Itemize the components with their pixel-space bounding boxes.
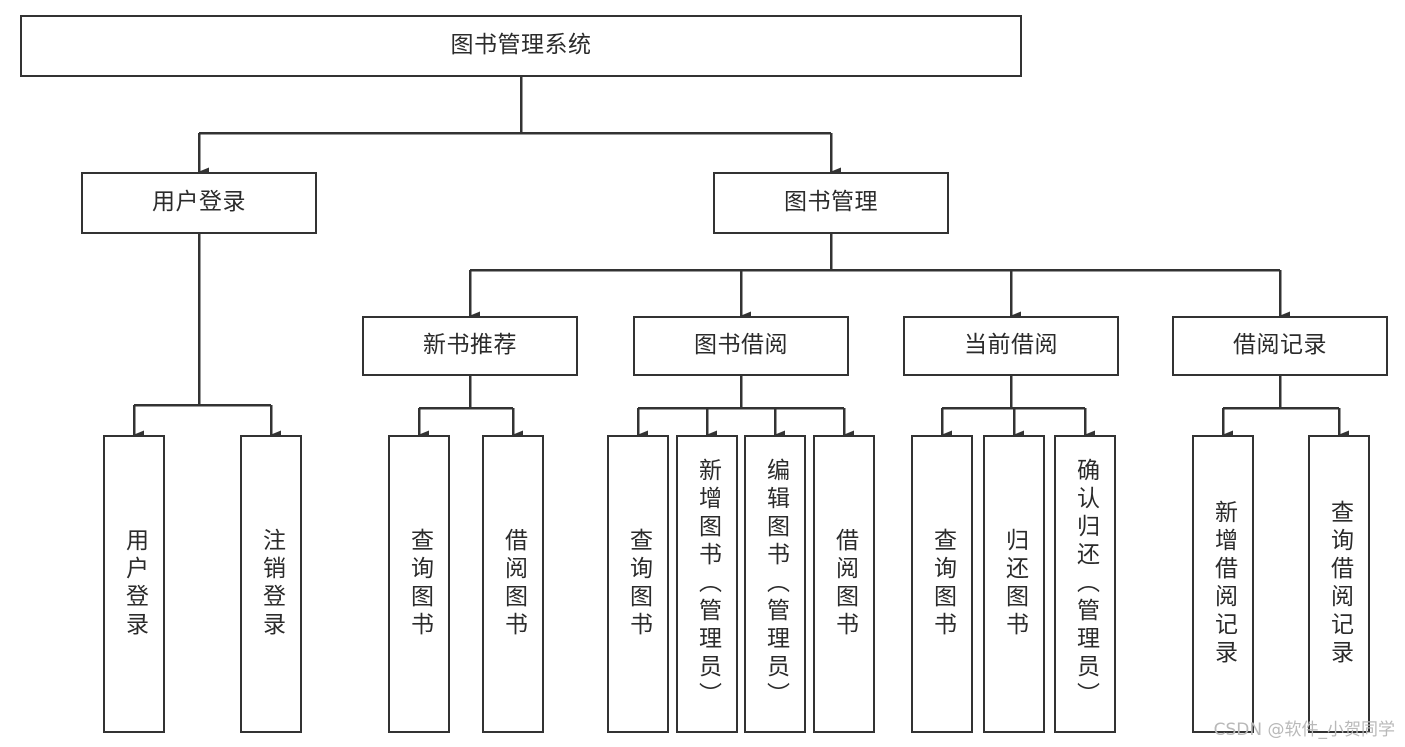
node-label-leaf-borrow-book: 借阅图书 [831,528,858,640]
node-leaf-user-login[interactable]: 用户登录 [103,435,165,733]
node-leaf-user-logout[interactable]: 注销登录 [240,435,302,733]
node-label-book-borrow: 图书借阅 [694,332,788,359]
node-current-borrow[interactable]: 当前借阅 [903,316,1119,376]
node-label-user-login: 用户登录 [152,189,246,216]
node-label-leaf-query-book-cur: 查询图书 [929,528,956,640]
node-label-book-manage: 图书管理 [784,189,878,216]
node-label-new-book-rec: 新书推荐 [423,332,517,359]
node-label-leaf-return-book: 归还图书 [1001,528,1028,640]
node-leaf-query-book-cur[interactable]: 查询图书 [911,435,973,733]
node-new-book-rec[interactable]: 新书推荐 [362,316,578,376]
node-leaf-query-record[interactable]: 查询借阅记录 [1308,435,1370,733]
node-label-leaf-edit-book: 编辑图书（管理员） [762,458,789,710]
node-leaf-query-book-rec[interactable]: 查询图书 [388,435,450,733]
node-label-current-borrow: 当前借阅 [964,332,1058,359]
node-label-root: 图书管理系统 [450,32,592,59]
node-label-leaf-add-book: 新增图书（管理员） [694,458,721,710]
node-leaf-return-book[interactable]: 归还图书 [983,435,1045,733]
node-leaf-add-record[interactable]: 新增借阅记录 [1192,435,1254,733]
node-root[interactable]: 图书管理系统 [20,15,1022,77]
node-borrow-record[interactable]: 借阅记录 [1172,316,1388,376]
node-book-borrow[interactable]: 图书借阅 [633,316,849,376]
node-label-leaf-borrow-book-rec: 借阅图书 [500,528,527,640]
node-leaf-confirm-return[interactable]: 确认归还（管理员） [1054,435,1116,733]
node-leaf-borrow-book[interactable]: 借阅图书 [813,435,875,733]
node-label-leaf-query-book-rec: 查询图书 [406,528,433,640]
node-leaf-add-book[interactable]: 新增图书（管理员） [676,435,738,733]
node-user-login[interactable]: 用户登录 [81,172,317,234]
node-label-leaf-query-book-borrow: 查询图书 [625,528,652,640]
node-label-leaf-user-logout: 注销登录 [258,528,285,640]
node-label-leaf-user-login: 用户登录 [121,528,148,640]
node-label-leaf-query-record: 查询借阅记录 [1326,500,1353,668]
node-leaf-query-book-borrow[interactable]: 查询图书 [607,435,669,733]
node-label-borrow-record: 借阅记录 [1233,332,1327,359]
node-leaf-borrow-book-rec[interactable]: 借阅图书 [482,435,544,733]
node-leaf-edit-book[interactable]: 编辑图书（管理员） [744,435,806,733]
node-book-manage[interactable]: 图书管理 [713,172,949,234]
connector-paths [132,77,1349,440]
node-label-leaf-confirm-return: 确认归还（管理员） [1072,458,1099,710]
node-label-leaf-add-record: 新增借阅记录 [1210,500,1237,668]
